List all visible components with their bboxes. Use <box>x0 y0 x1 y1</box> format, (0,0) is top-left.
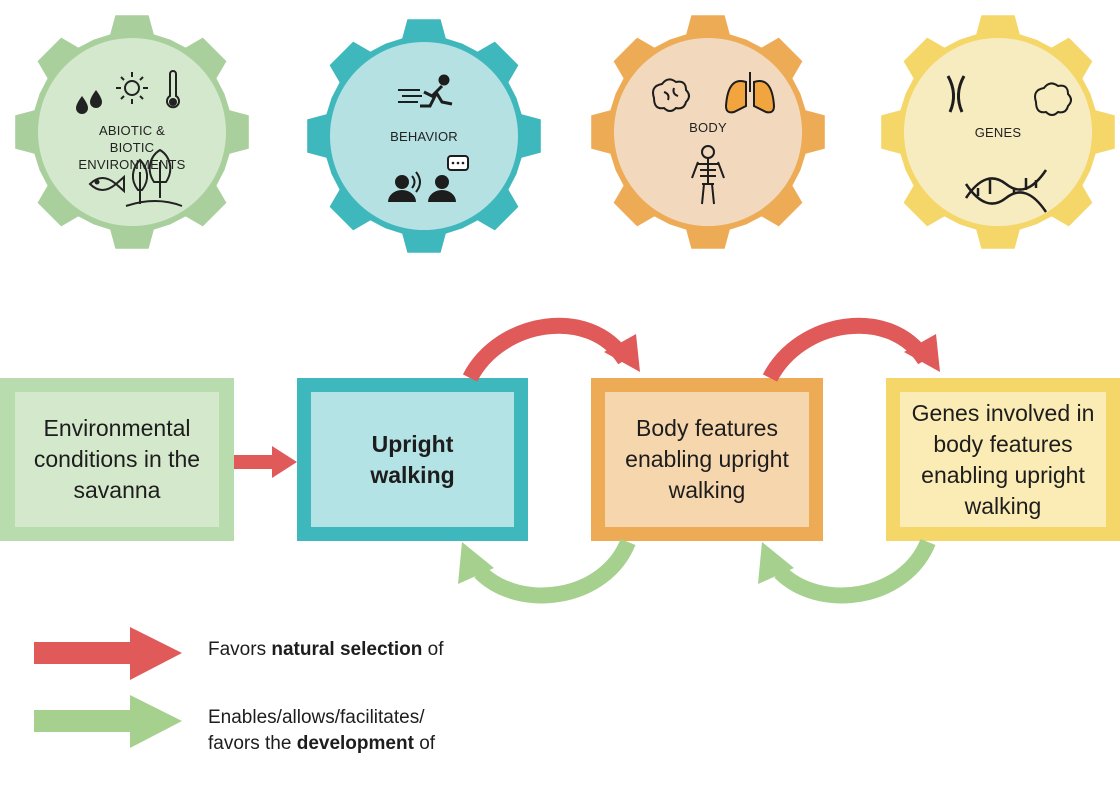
chromosome-icon <box>946 75 966 113</box>
green-curve-genes-to-body <box>758 538 936 604</box>
brain-icon <box>1034 82 1072 116</box>
box-upright-walking-text: Upright walking <box>311 392 514 527</box>
gear-label: BEHAVIOR <box>390 129 458 144</box>
green-curve-body-to-upright <box>458 538 636 604</box>
chatting-person-icon <box>428 155 469 202</box>
trees-icon <box>125 148 183 207</box>
running-person-icon <box>398 74 453 108</box>
red-curve-upright-to-body <box>462 317 640 383</box>
legend-red-bold: natural selection <box>271 639 423 660</box>
legend-green-bold: development <box>296 733 414 754</box>
brain-icon <box>652 78 690 112</box>
gear-behavior-shape <box>307 19 541 253</box>
box-genes-text: Genes involved in body features enabling… <box>900 392 1106 527</box>
box-environmental-conditions: Environmental conditions in the savanna <box>0 378 234 541</box>
speaking-person-icon <box>388 171 421 202</box>
box-body-features-text: Body features enabling upright walking <box>605 392 809 527</box>
gear-environments: ABIOTIC & BIOTIC ENVIRONMENTS <box>12 12 252 252</box>
box-upright-walking: Upright walking <box>297 378 528 541</box>
red-curve-body-to-genes <box>762 317 940 383</box>
gear-label: BODY <box>689 120 727 135</box>
fish-icon <box>88 174 125 194</box>
legend-red-suffix: of <box>422 639 444 660</box>
droplets-icon <box>76 90 102 114</box>
gear-body: BODY <box>588 12 828 252</box>
red-arrow-env-to-upright <box>234 446 297 478</box>
gear-body-shape <box>591 15 825 249</box>
legend-green-arrow <box>34 695 182 748</box>
box-body-features: Body features enabling upright walking <box>591 378 823 541</box>
gear-label: ABIOTIC & BIOTIC ENVIRONMENTS <box>78 123 186 172</box>
dna-icon <box>964 169 1048 213</box>
gear-genes-shape <box>881 15 1115 249</box>
legend-green-text: Enables/allows/facilitates/ favors the d… <box>208 705 435 757</box>
skeleton-icon <box>691 145 725 205</box>
legend-green-suffix: of <box>413 733 436 754</box>
legend-red-text: Favors natural selection of <box>208 637 443 663</box>
lungs-icon <box>724 72 776 114</box>
gear-genes: GENES <box>878 12 1118 252</box>
thermometer-icon <box>166 70 180 109</box>
legend-red-arrow <box>34 627 182 680</box>
legend-green-prefix: favors the <box>208 733 297 754</box>
box-genes: Genes involved in body features enabling… <box>886 378 1120 541</box>
box-environmental-conditions-text: Environmental conditions in the savanna <box>15 392 219 527</box>
gear-environments-shape <box>15 15 249 249</box>
sun-icon <box>116 72 148 104</box>
legend-red-prefix: Favors <box>208 639 272 660</box>
gear-label: GENES <box>974 125 1022 140</box>
gear-behavior: BEHAVIOR <box>304 16 544 256</box>
legend-green-line1: Enables/allows/facilitates/ <box>208 707 425 728</box>
